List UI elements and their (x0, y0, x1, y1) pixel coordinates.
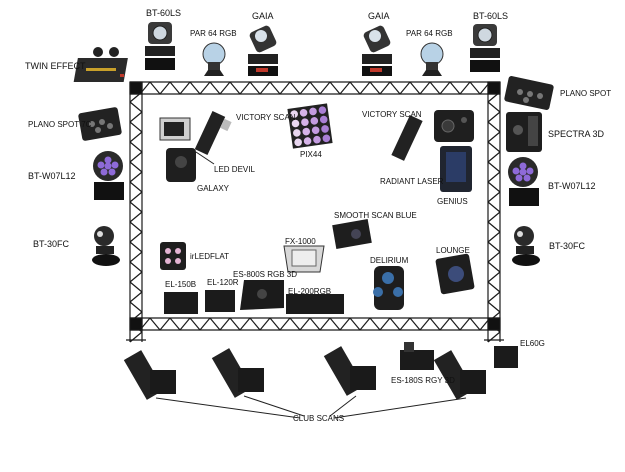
label-es800s: ES-800S RGB 3D (233, 270, 298, 279)
label-irledflat: irLEDFLAT (190, 252, 229, 261)
label-par64-left: PAR 64 RGB (190, 29, 237, 38)
label-bt60ls-right: BT-60LS (473, 11, 509, 21)
label-bt-w07l12-left: BT-W07L12 (28, 171, 76, 181)
label-spectra-3d: SPECTRA 3D (548, 129, 605, 139)
label-el150b: EL-150B (165, 280, 197, 289)
label-led-devil: LED DEVIL (214, 165, 255, 174)
label-smooth-scan-blue: SMOOTH SCAN BLUE (334, 211, 417, 220)
label-bt-30fc-left: BT-30FC (33, 239, 70, 249)
label-el120r: EL-120R (207, 278, 239, 287)
label-el60g: EL60G (520, 339, 545, 348)
label-plano-spot-7c: PLANO SPOT 7C (28, 120, 92, 129)
label-el200rgb: EL-200RGB (288, 287, 332, 296)
label-plano-spot: PLANO SPOT (560, 89, 612, 98)
label-twin-effect: TWIN EFFECT (25, 61, 86, 71)
label-galaxy: GALAXY (197, 184, 230, 193)
label-radiant-laser: RADIANT LASER (380, 177, 444, 186)
label-lounge: LOUNGE (436, 246, 470, 255)
label-par64-right: PAR 64 RGB (406, 29, 453, 38)
label-victory-scan-right: VICTORY SCAN (362, 110, 422, 119)
label-gaia-right: GAIA (368, 11, 390, 21)
label-fx1000: FX-1000 (285, 237, 316, 246)
label-pix44: PIX44 (300, 150, 322, 159)
label-club-scans: CLUB SCANS (293, 414, 345, 423)
label-bt-w07l12-right: BT-W07L12 (548, 181, 596, 191)
label-genius: GENIUS (437, 197, 468, 206)
label-bt-30fc-right: BT-30FC (549, 241, 586, 251)
label-gaia-left: GAIA (252, 11, 274, 21)
label-bt60ls-left: BT-60LS (146, 8, 182, 18)
label-victory-scan-left: VICTORY SCAN (236, 113, 296, 122)
label-delirium: DELIRIUM (370, 256, 409, 265)
label-es180s: ES-180S RGY 3D (391, 376, 455, 385)
